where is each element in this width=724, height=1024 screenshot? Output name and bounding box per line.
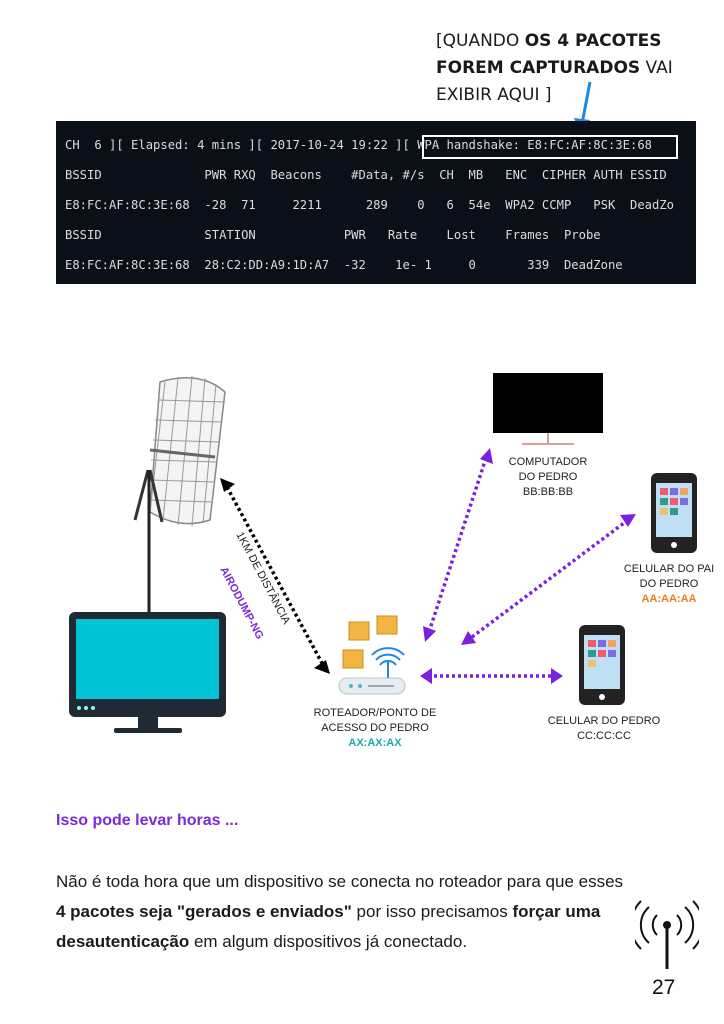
signal-icon (635, 900, 699, 969)
callout-bold: OS 4 PACOTES FOREM CAPTURADOS (436, 31, 662, 78)
body-paragraph: Não é toda hora que um dispositivo se co… (56, 872, 624, 951)
terminal-line: CH 6 ][ Elapsed: 4 mins ][ 2017-10-24 19… (65, 138, 652, 152)
terminal-line: BSSID STATION PWR Rate Lost Frames Probe (65, 228, 601, 242)
section-heading: Isso pode levar horas ... (56, 812, 239, 829)
phone-icon (651, 473, 697, 553)
grid-antenna-icon (133, 375, 226, 612)
phone-icon (579, 625, 625, 705)
callout-text-2: VAI EXIBIR AQUI ] (436, 58, 673, 105)
handshake-callout: [QUANDO OS 4 PACOTES FOREM CAPTURADOS VA… (436, 28, 706, 109)
terminal-line: E8:FC:AF:8C:3E:68 28:C2:DD:A9:1D:A7 -32 … (65, 258, 623, 272)
network-diagram (69, 373, 697, 733)
router-icon (338, 647, 406, 695)
package-icon (342, 615, 398, 669)
monitor-icon (69, 612, 226, 733)
airodump-terminal: CH 6 ][ Elapsed: 4 mins ][ 2017-10-24 19… (56, 121, 696, 284)
arrow-airodump (225, 486, 325, 666)
handshake-highlight (422, 135, 678, 159)
soundwave-decoration (1, 5, 151, 105)
terminal-line: E8:FC:AF:8C:3E:68 -28 71 2211 289 0 6 54… (65, 198, 675, 212)
callout-text-1: [QUANDO (436, 31, 525, 51)
page-number: 27 (652, 976, 676, 999)
terminal-line: BSSID PWR RXQ Beacons #Data, #/s CH MB E… (65, 168, 667, 182)
computer-icon (493, 373, 603, 445)
